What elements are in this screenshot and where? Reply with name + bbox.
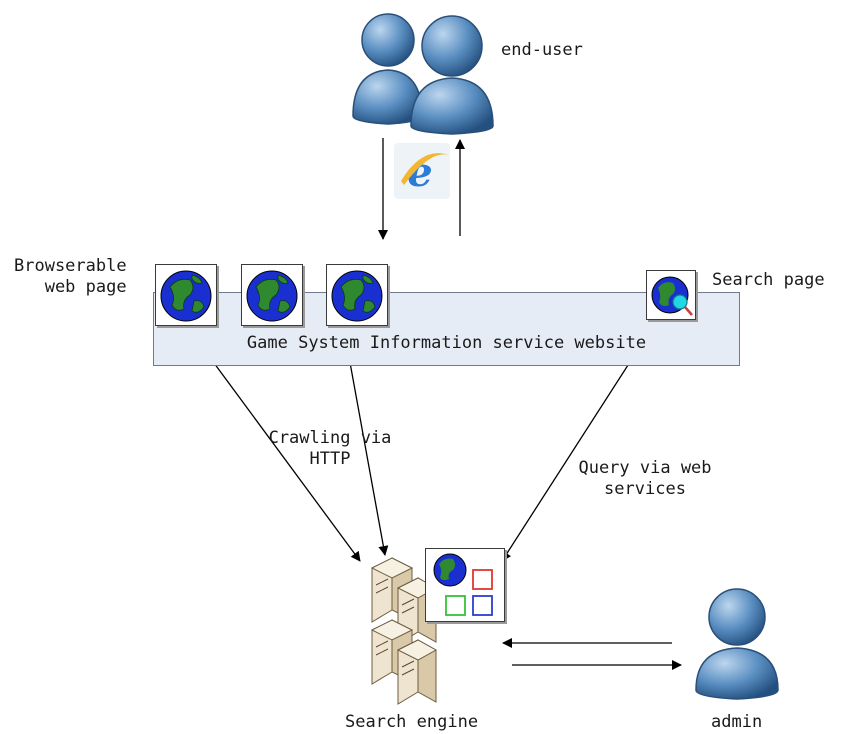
globe-icon <box>433 553 467 587</box>
query-label: Query via web services <box>578 458 712 499</box>
globe-icon <box>241 264 303 326</box>
website-title: Game System Information service website <box>246 333 647 353</box>
browserable-label: Browserable web page <box>14 256 127 297</box>
globe-icon <box>326 264 388 326</box>
search-globe-icon <box>646 270 696 320</box>
search-engine-label: Search engine <box>345 712 479 732</box>
search-engine-panel <box>425 548 505 622</box>
globe-icon <box>155 264 217 326</box>
end-user-label: end-user <box>501 40 583 60</box>
search-page-label: Search page <box>712 270 825 290</box>
admin-label: admin <box>711 712 763 732</box>
crawling-label: Crawling via HTTP <box>268 428 392 469</box>
